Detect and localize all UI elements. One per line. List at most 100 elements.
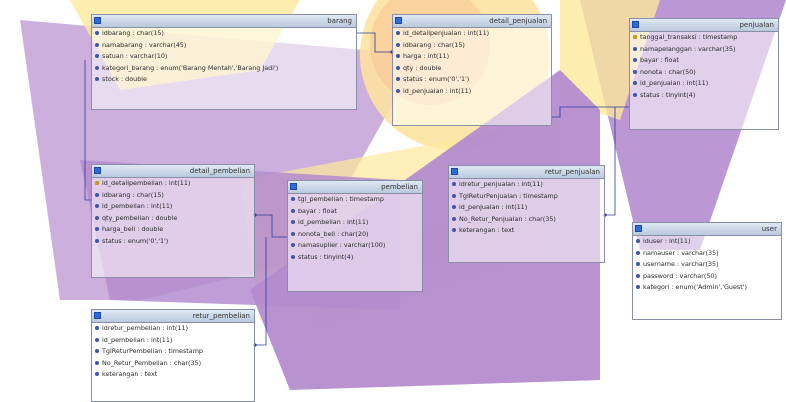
field-label: harga : int(11): [403, 52, 450, 60]
field-icon: [633, 92, 637, 97]
field-label: status : tinyint(4): [640, 90, 696, 99]
table-retur-penjualan[interactable]: retur_penjualan idretur_penjualan : int(…: [448, 165, 605, 263]
field-icon: [95, 360, 99, 365]
table-pembelian[interactable]: pembelian tgl_pembelian : timestamp baya…: [287, 180, 423, 292]
field-icon: [452, 193, 456, 198]
table-icon: [632, 21, 639, 28]
field-icon: [95, 204, 99, 208]
field-label: id_pembelian : int(11): [298, 218, 369, 226]
table-header: barang: [92, 15, 356, 28]
field-icon: [452, 228, 456, 232]
field-label: TglReturPenjualan : timestamp: [459, 191, 558, 200]
field-row: harga_beli : double: [92, 224, 254, 236]
field-label: kategori_barang : enum('Barang Mentah','…: [102, 63, 279, 72]
field-icon: [633, 58, 637, 62]
field-icon: [396, 31, 400, 35]
table-name: detail_penjualan: [489, 17, 547, 25]
field-row: tgl_pembelian : timestamp: [288, 194, 422, 206]
field-icon: [95, 215, 99, 220]
field-label: namasuplier : varchar(100): [298, 241, 386, 249]
field-label: status : tinyint(4): [298, 252, 354, 261]
field-label: harga_beli : double: [102, 225, 164, 233]
field-row: idbarang : char(15): [393, 40, 551, 52]
table-user[interactable]: user iduser : int(11) namauser : varchar…: [632, 222, 782, 320]
field-row: idretur_pembelian : int(11): [92, 323, 254, 335]
field-row: namasuplier : varchar(100): [288, 240, 422, 252]
table-header: detail_pembelian: [92, 165, 254, 178]
table-name: retur_pembelian: [192, 312, 250, 320]
field-label: nonota_beli : char(20): [298, 229, 369, 238]
field-row: id_pembelian : int(11): [92, 201, 254, 213]
field-icon: [291, 208, 295, 213]
field-row: id_penjualan : int(11): [630, 78, 778, 90]
field-icon: [452, 216, 456, 221]
table-detail-penjualan[interactable]: detail_penjualan id_detailpenjualan : in…: [392, 14, 552, 126]
field-row: keterangan : text: [449, 225, 604, 237]
field-label: satuan : varchar(10): [102, 52, 168, 60]
field-icon: [396, 77, 400, 81]
field-row: kategori_barang : enum('Barang Mentah','…: [92, 63, 356, 75]
field-row: nonota : char(50): [630, 67, 778, 79]
table-retur-pembelian[interactable]: retur_pembelian idretur_pembelian : int(…: [91, 309, 255, 402]
field-row: TglReturPenjualan : timestamp: [449, 191, 604, 203]
field-label: idretur_pembelian : int(11): [102, 324, 189, 332]
table-penjualan[interactable]: penjualan tanggal_transaksi : timestamp …: [629, 18, 779, 130]
field-row: username : varchar(35): [633, 259, 781, 271]
field-label: bayar : float: [298, 206, 337, 215]
table-name: user: [761, 225, 777, 233]
field-row: status : tinyint(4): [288, 252, 422, 264]
field-label: tanggal_transaksi : timestamp: [640, 33, 738, 41]
field-row: namapelanggan : varchar(35): [630, 44, 778, 56]
field-label: password : varchar(50): [643, 271, 717, 280]
field-label: idretur_penjualan : int(11): [459, 180, 543, 188]
table-name: penjualan: [739, 21, 774, 29]
field-row: id_penjualan : int(11): [393, 86, 551, 98]
field-icon: [636, 273, 640, 278]
field-icon: [633, 69, 637, 74]
field-row: id_detailpembelian : int(11): [92, 178, 254, 190]
field-label: idbarang : char(15): [102, 190, 164, 199]
field-icon: [291, 243, 295, 247]
field-label: namauser : varchar(35): [643, 248, 719, 257]
field-icon: [636, 285, 640, 289]
key-icon: [95, 181, 99, 185]
table-icon: [94, 312, 101, 319]
table-barang[interactable]: barang idbarang : char(15) namabarang : …: [91, 14, 357, 110]
field-row: id_penjualan : int(11): [449, 202, 604, 214]
field-row: status : enum('0','1'): [92, 236, 254, 248]
table-header: penjualan: [630, 19, 778, 32]
table-name: detail_pembelian: [189, 167, 250, 175]
field-icon: [95, 337, 99, 342]
table-icon: [94, 17, 101, 24]
field-row: qty_pembelian : double: [92, 213, 254, 225]
field-label: iduser : int(11): [643, 237, 691, 245]
field-icon: [95, 326, 99, 330]
field-row: kategori : enum('Admin','Guest'): [633, 282, 781, 294]
field-label: tgl_pembelian : timestamp: [298, 195, 384, 203]
field-row: nonota_beli : char(20): [288, 229, 422, 241]
table-name: retur_penjualan: [544, 168, 600, 176]
field-icon: [452, 182, 456, 186]
field-row: No_Retur_Pembelian : char(35): [92, 358, 254, 370]
field-label: status : enum('0','1'): [403, 75, 470, 83]
field-row: id_pembelian : int(11): [288, 217, 422, 229]
table-header: retur_pembelian: [92, 310, 254, 323]
field-row: password : varchar(50): [633, 271, 781, 283]
field-row: tanggal_transaksi : timestamp: [630, 32, 778, 44]
field-label: nonota : char(50): [640, 67, 696, 76]
field-label: id_detailpembelian : int(11): [102, 179, 191, 187]
field-row: iduser : int(11): [633, 236, 781, 248]
field-row: namabarang : varchar(45): [92, 40, 356, 52]
field-label: namabarang : varchar(45): [102, 40, 187, 49]
field-row: idretur_penjualan : int(11): [449, 179, 604, 191]
table-name: barang: [327, 17, 352, 25]
table-detail-pembelian[interactable]: detail_pembelian id_detailpembelian : in…: [91, 164, 255, 278]
field-icon: [636, 262, 640, 266]
field-label: id_pembelian : int(11): [102, 335, 173, 344]
field-row: qty : double: [393, 63, 551, 75]
field-label: id_detailpenjualan : int(11): [403, 29, 490, 37]
field-icon: [636, 239, 640, 243]
table-icon: [451, 168, 458, 175]
field-row: id_pembelian : int(11): [92, 335, 254, 347]
field-icon: [291, 254, 295, 259]
